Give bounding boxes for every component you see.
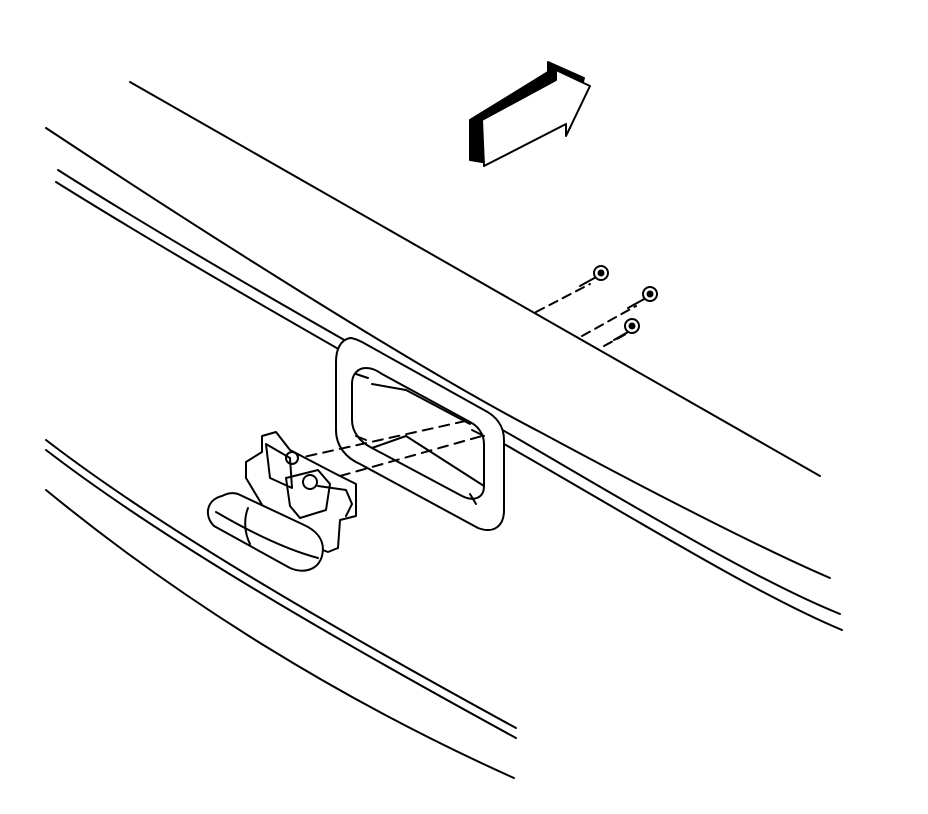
bolt-guide-line (535, 283, 591, 313)
bezel-guide-line-1 (289, 419, 471, 461)
panel-bottom-edge (45, 489, 515, 779)
mounting-bolts (535, 265, 658, 347)
panel-lower-edge-1 (45, 439, 517, 729)
handle-lever (285, 469, 331, 519)
mounting-bolt (535, 265, 609, 313)
bolt-head-center (646, 290, 654, 298)
panel-top-edge (129, 81, 821, 477)
handle-rod-clip (302, 474, 318, 490)
bezel-inner-opening (351, 367, 485, 500)
bezel-recess-back (371, 383, 471, 425)
bezel-slot-2 (471, 429, 485, 437)
handle-spring (317, 485, 353, 517)
direction-arrow-body (481, 69, 591, 167)
handle-mechanism-plate (265, 443, 293, 489)
bolt-head-center (597, 269, 605, 277)
mounting-bolt (581, 286, 658, 337)
mounting-bolt (603, 318, 640, 347)
panel-upper-crease (45, 127, 831, 579)
bolt-guide-line (581, 305, 637, 337)
handle-assembly (206, 431, 357, 572)
bezel-recess-wall (371, 435, 485, 487)
bezel-slot-3 (355, 435, 367, 441)
panel-lower-edge-2 (45, 449, 517, 739)
bolt-shank (613, 331, 629, 341)
bezel-guide-line-2 (339, 435, 483, 477)
direction-arrow (469, 61, 591, 167)
bezel-slot-4 (469, 493, 477, 505)
handle-paddle-split (244, 507, 251, 545)
handle-mechanism-body (245, 431, 357, 553)
handle-paddle-edge (215, 511, 319, 559)
bezel-slot-1 (355, 373, 369, 379)
bolt-head-center (628, 322, 636, 330)
handle-pivot (285, 451, 299, 465)
handle-bezel (289, 337, 505, 531)
bolt-shank (627, 297, 647, 309)
